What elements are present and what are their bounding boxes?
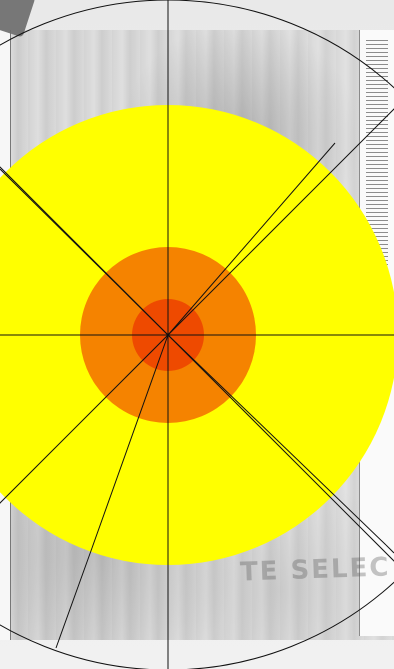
lower-left-extension: [56, 548, 92, 648]
lower-right-extension: [386, 545, 394, 553]
